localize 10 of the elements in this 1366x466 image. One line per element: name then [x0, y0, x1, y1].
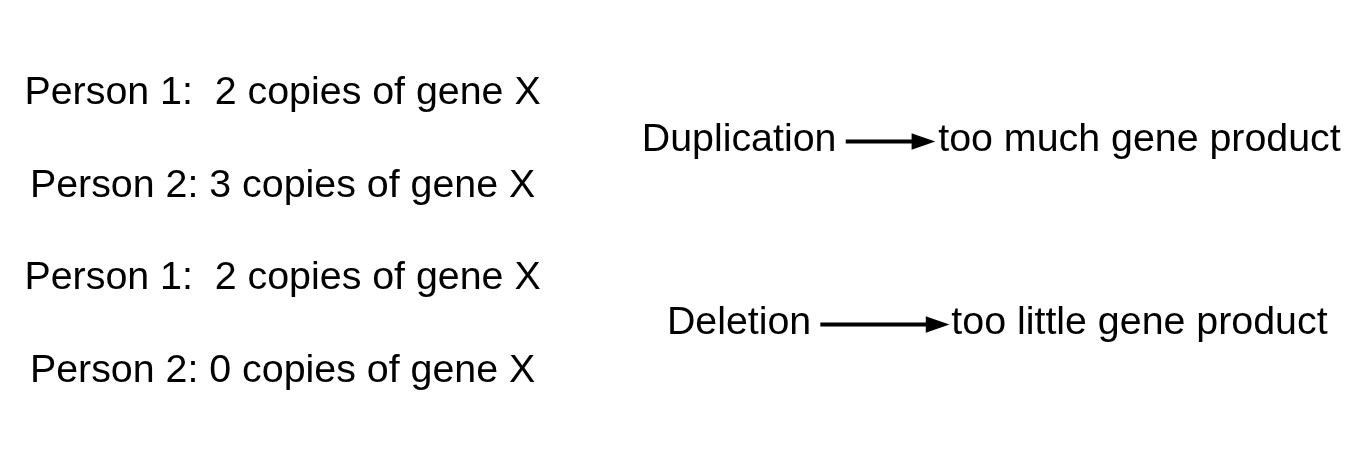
label: Person 2: 0 copies of gene X — [29, 345, 536, 390]
arrow — [845, 133, 936, 150]
label: Person 1: 2 copies of gene X — [24, 68, 541, 113]
node-text: too much gene product — [938, 115, 1341, 160]
node-text: Deletion — [666, 298, 812, 343]
label: Person 2: 3 copies of gene X — [29, 160, 536, 205]
arrow — [820, 316, 950, 333]
label: Person 1: 2 copies of gene X — [24, 253, 541, 298]
node-text: Duplication — [641, 115, 837, 160]
node-text: too little gene product — [951, 298, 1328, 343]
